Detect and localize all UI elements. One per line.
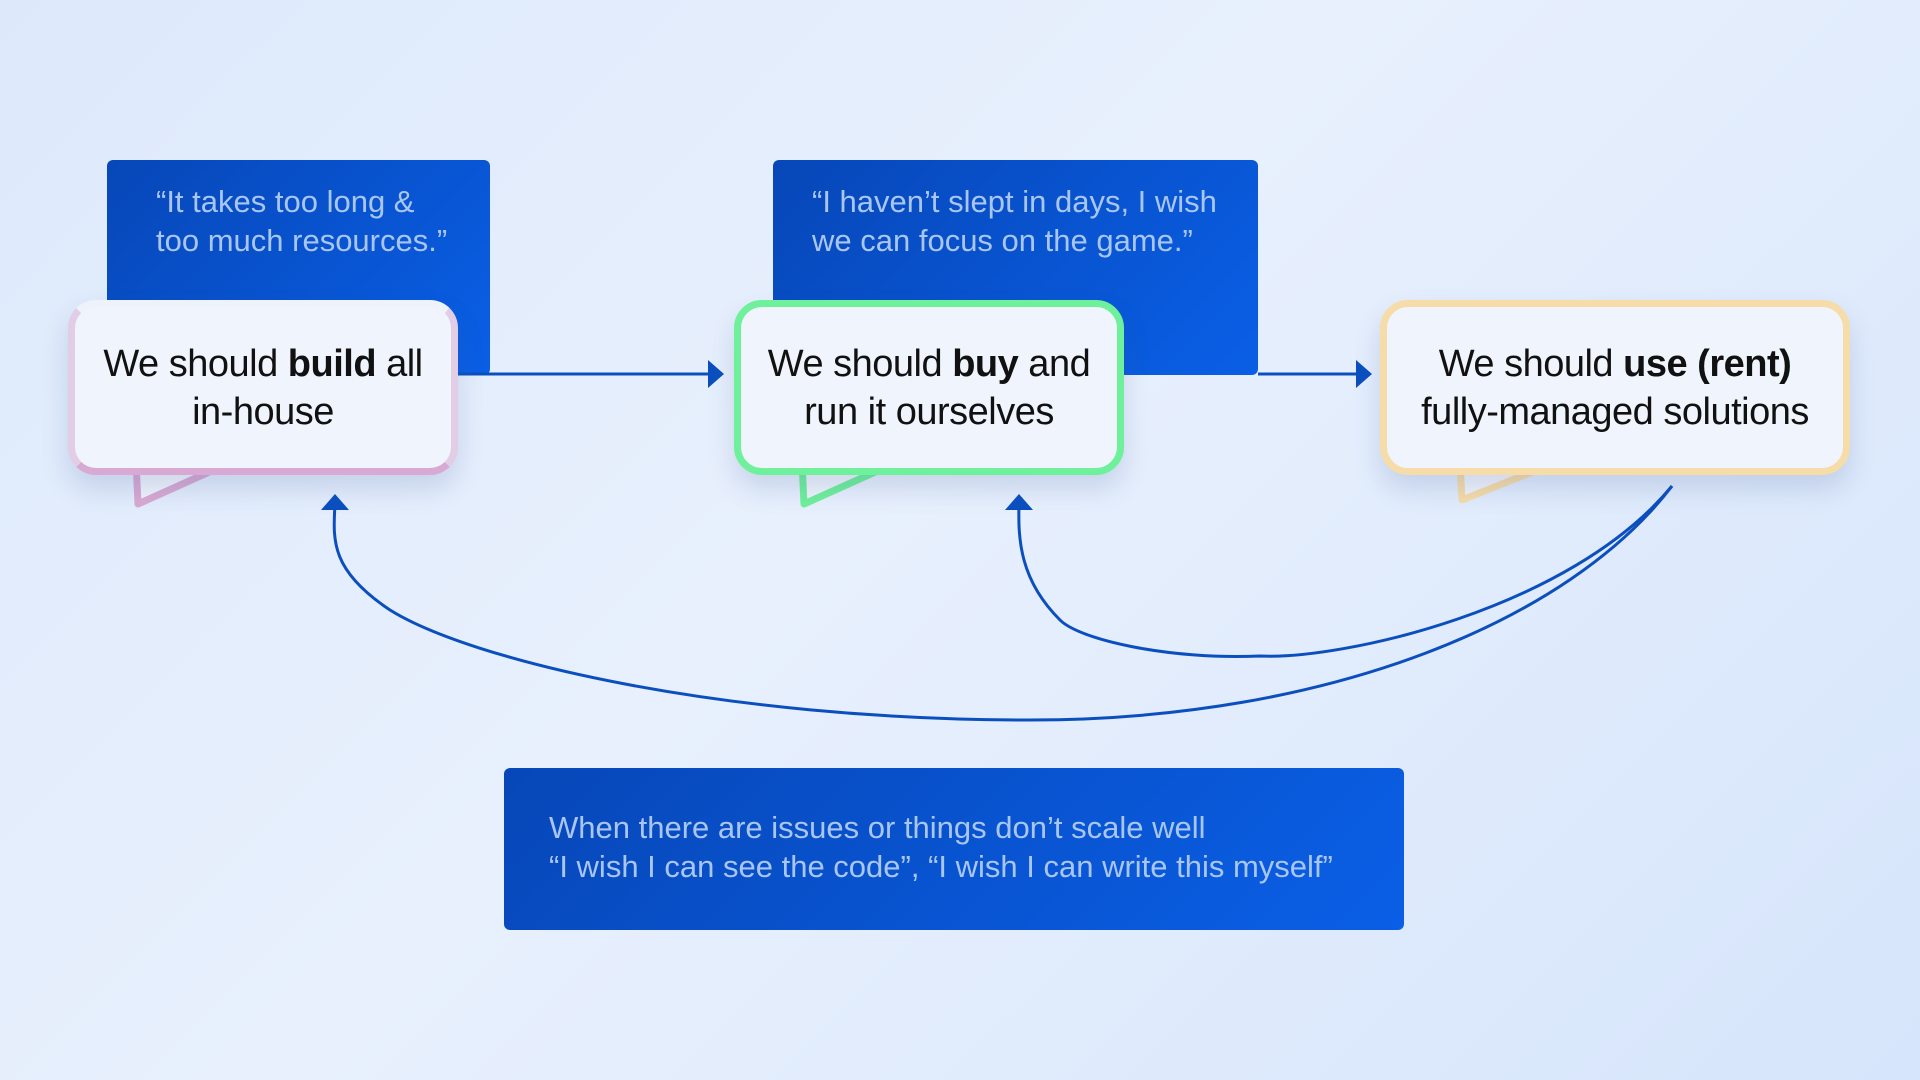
- quote-line: too much resources.”: [156, 223, 448, 258]
- arrowhead-buy-to-rent: [1356, 360, 1372, 388]
- bubble-text: We should: [767, 342, 953, 385]
- quote-box-rent-reason: When there are issues or things don’t sc…: [504, 768, 1404, 930]
- speech-bubble-rent: We should use (rent) fully-managed solut…: [1380, 300, 1850, 475]
- bubble-text: all: [376, 342, 423, 385]
- speech-bubble-buy: We should buy and run it ourselves: [734, 300, 1124, 475]
- arrowhead-rent-to-build: [321, 494, 349, 510]
- quote-line: we can focus on the game.”: [812, 223, 1193, 258]
- bubble-line: We should buy and: [767, 340, 1091, 388]
- bubble-line: We should use (rent): [1439, 340, 1792, 388]
- bubble-emphasis: build: [287, 342, 377, 385]
- arrow-rent-to-build: [332, 485, 1674, 722]
- quote-line: “I wish I can see the code”, “I wish I c…: [549, 849, 1333, 884]
- bubble-text: We should: [103, 342, 288, 385]
- arrowhead-build-to-buy: [708, 360, 724, 388]
- quote-line: “It takes too long &: [156, 184, 415, 219]
- quote-line: When there are issues or things don’t sc…: [549, 810, 1206, 845]
- bubble-emphasis: buy: [952, 342, 1019, 385]
- bubble-line: run it ourselves: [804, 390, 1054, 433]
- arrowhead-rent-to-buy: [1005, 494, 1033, 510]
- speech-bubble-build: We should build all in-house: [68, 300, 458, 475]
- bubble-line: in-house: [192, 390, 334, 433]
- bubble-line: fully-managed solutions: [1421, 390, 1809, 433]
- arrow-rent-to-buy: [1017, 485, 1674, 658]
- bubble-line: We should build all: [103, 340, 423, 388]
- quote-line: “I haven’t slept in days, I wish: [812, 184, 1217, 219]
- bubble-emphasis: use (rent): [1623, 342, 1792, 385]
- bubble-text: We should: [1438, 342, 1624, 385]
- bubble-text: and: [1018, 342, 1091, 385]
